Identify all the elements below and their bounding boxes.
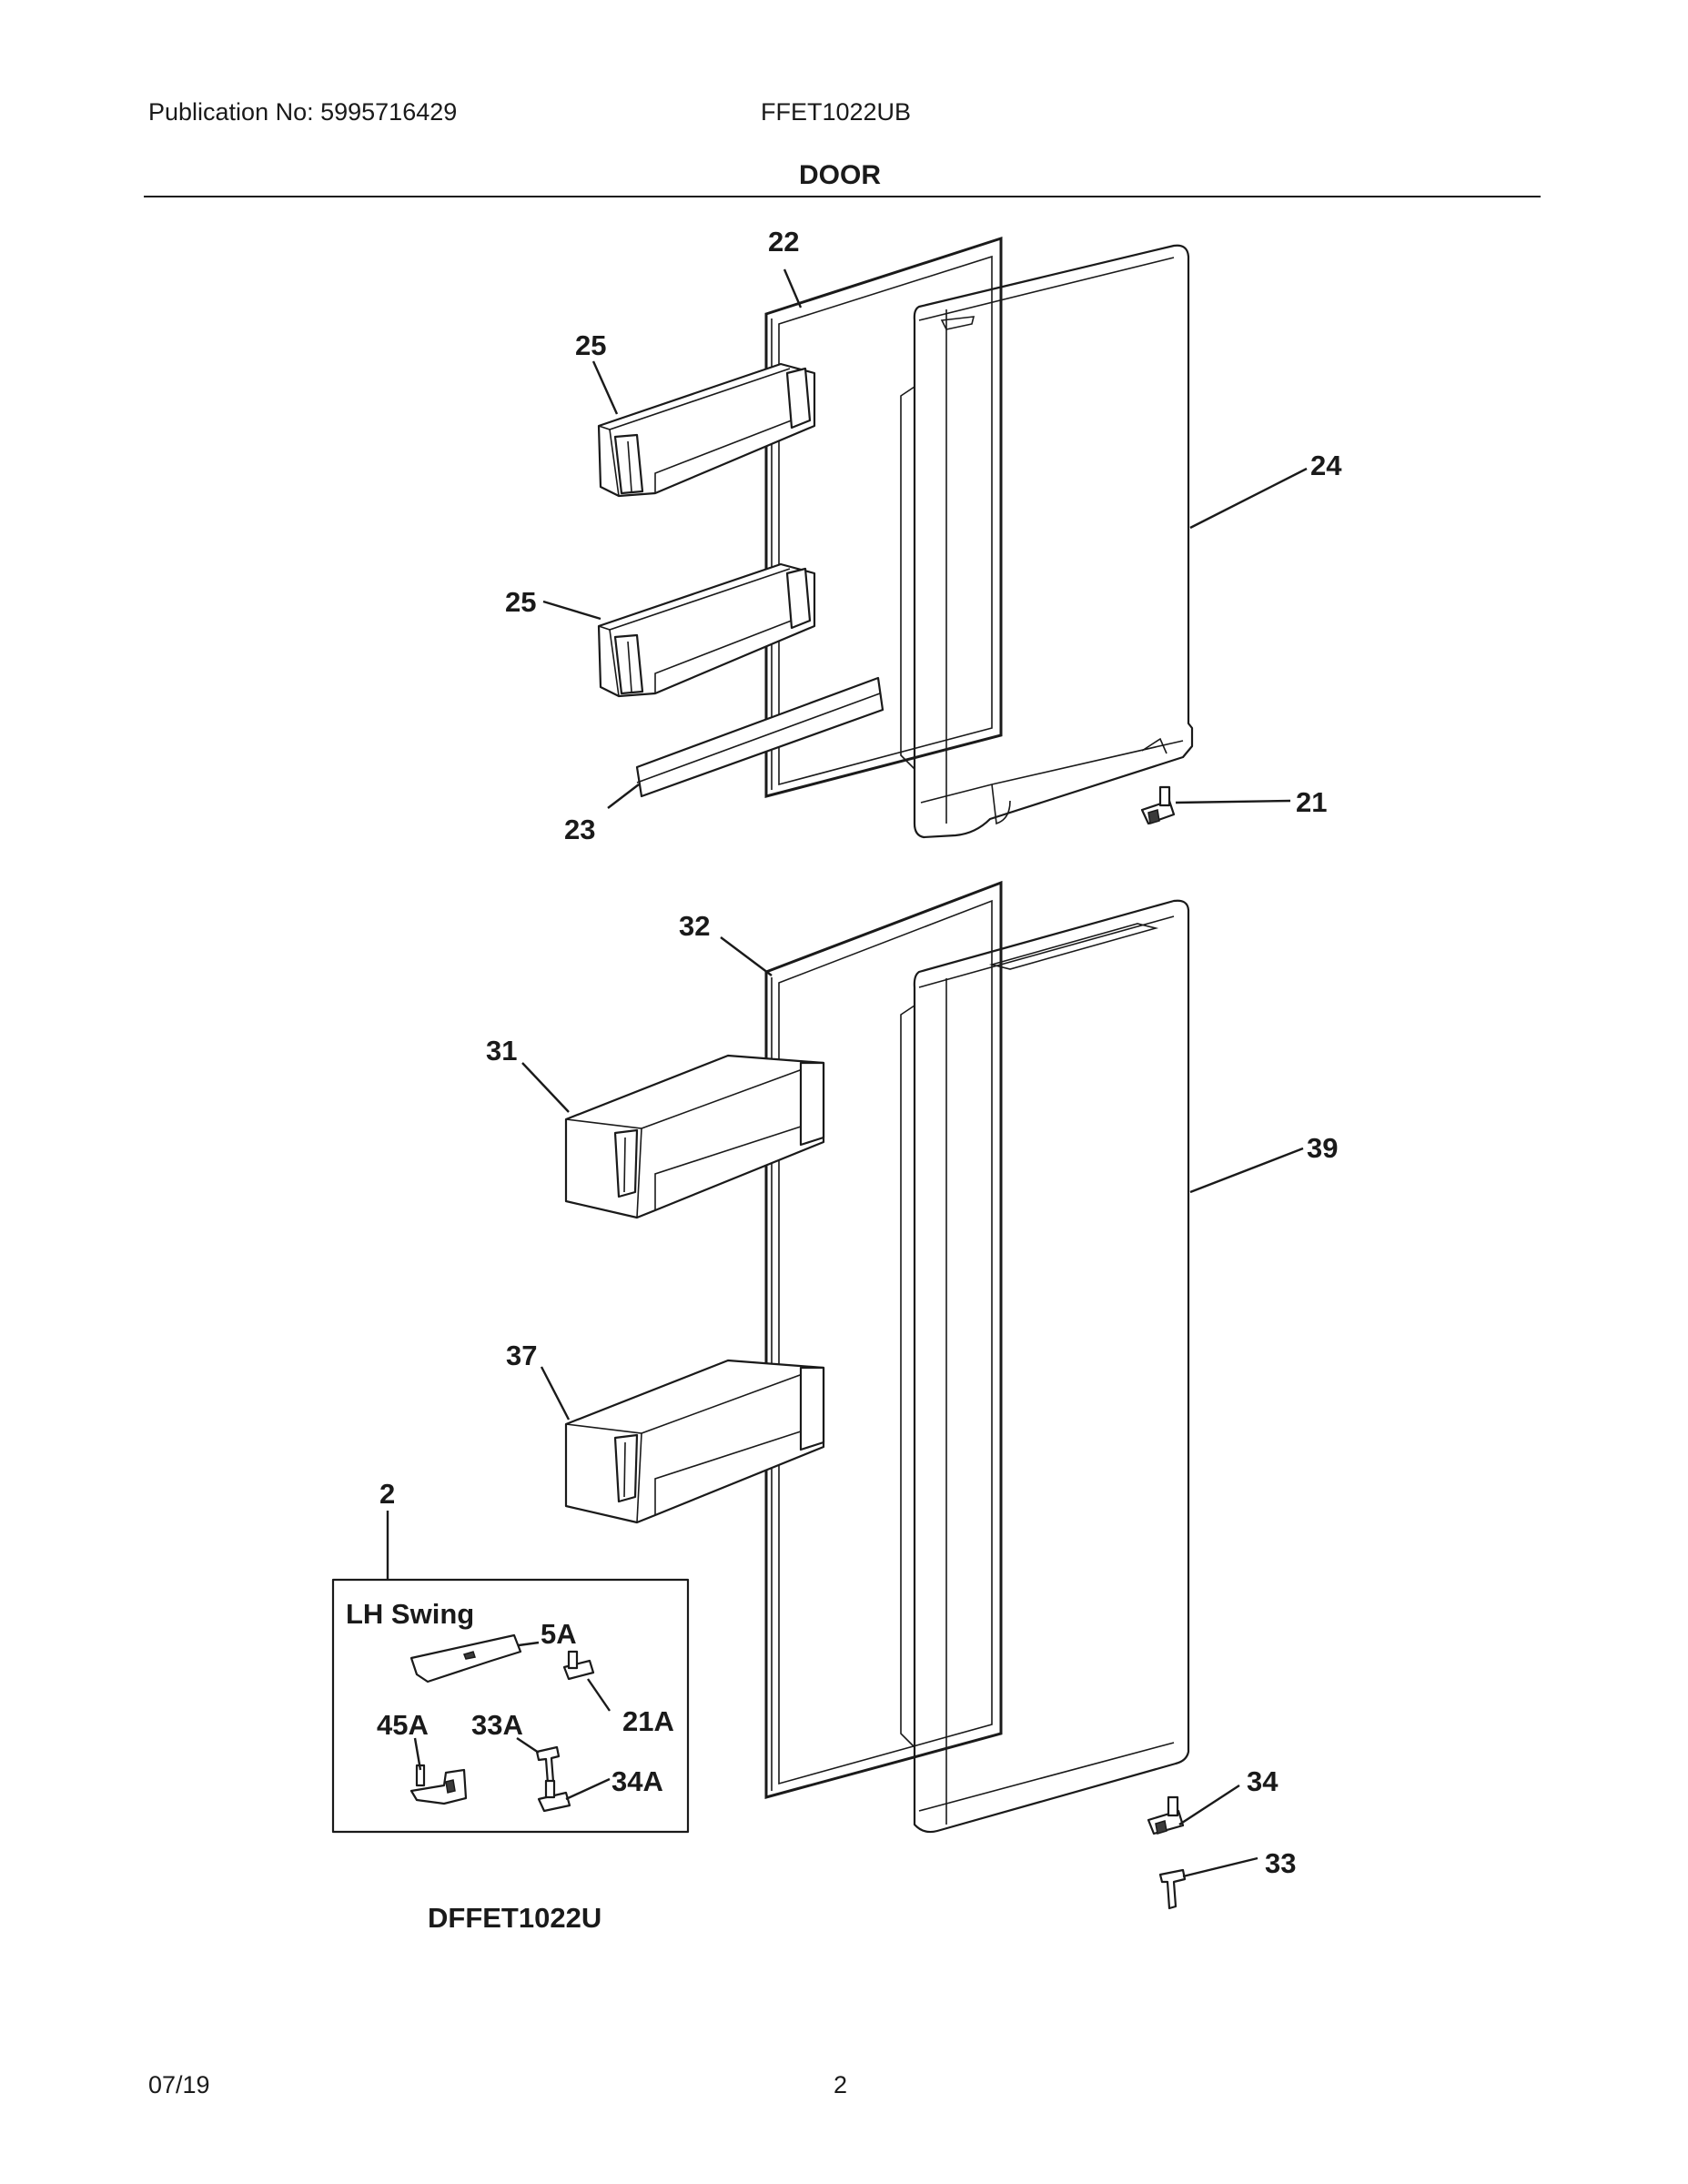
leader-lines — [386, 268, 1308, 1878]
footer-page-number: 2 — [834, 2071, 848, 2098]
part-25-door-bin-upper — [597, 362, 816, 498]
callout-37: 37 — [506, 1340, 537, 1371]
lh-swing-inset-box — [331, 1578, 690, 1834]
callout-25-upper: 25 — [575, 329, 606, 361]
callout-2: 2 — [379, 1478, 395, 1510]
callout-33A: 33A — [471, 1709, 523, 1741]
part-34A-hinge-pin — [537, 1779, 571, 1813]
callout-39: 39 — [1307, 1132, 1338, 1164]
part-25-door-bin-lower — [597, 562, 816, 698]
part-5A-hinge-cover — [409, 1633, 522, 1684]
model-number: FFET1022UB — [761, 98, 912, 126]
part-34-hinge-pin — [1147, 1795, 1185, 1835]
callout-22: 22 — [768, 226, 799, 258]
footer-date: 07/19 — [148, 2071, 210, 2098]
callout-23: 23 — [564, 814, 595, 845]
callout-32: 32 — [679, 910, 710, 942]
callout-24: 24 — [1310, 450, 1342, 481]
publication-number: Publication No: 5995716429 — [148, 98, 458, 126]
kit-label: DFFET1022U — [428, 1902, 601, 1934]
callout-5A: 5A — [541, 1618, 577, 1650]
inset-title: LH Swing — [346, 1598, 474, 1630]
callout-33: 33 — [1265, 1847, 1296, 1879]
part-33-hinge-bracket — [1158, 1868, 1187, 1910]
section-title: DOOR — [799, 160, 881, 190]
callout-34A: 34A — [612, 1765, 663, 1797]
callout-31: 31 — [486, 1035, 517, 1067]
part-31-door-bin — [564, 1054, 825, 1219]
header-rule — [144, 196, 1541, 197]
part-24-freezer-door — [900, 244, 1194, 839]
part-39-fresh-food-door — [900, 899, 1190, 1834]
part-21-hinge-pin — [1140, 785, 1176, 825]
callout-21: 21 — [1296, 786, 1327, 818]
part-37-door-bin — [564, 1359, 825, 1524]
part-45A-hinge — [409, 1764, 468, 1805]
part-21A-hinge-pin — [562, 1650, 595, 1681]
callout-25-lower: 25 — [505, 586, 536, 618]
callout-21A: 21A — [622, 1705, 674, 1737]
callout-34: 34 — [1247, 1765, 1279, 1797]
callout-45A: 45A — [377, 1709, 429, 1741]
part-23-freezer-rail — [635, 676, 884, 798]
